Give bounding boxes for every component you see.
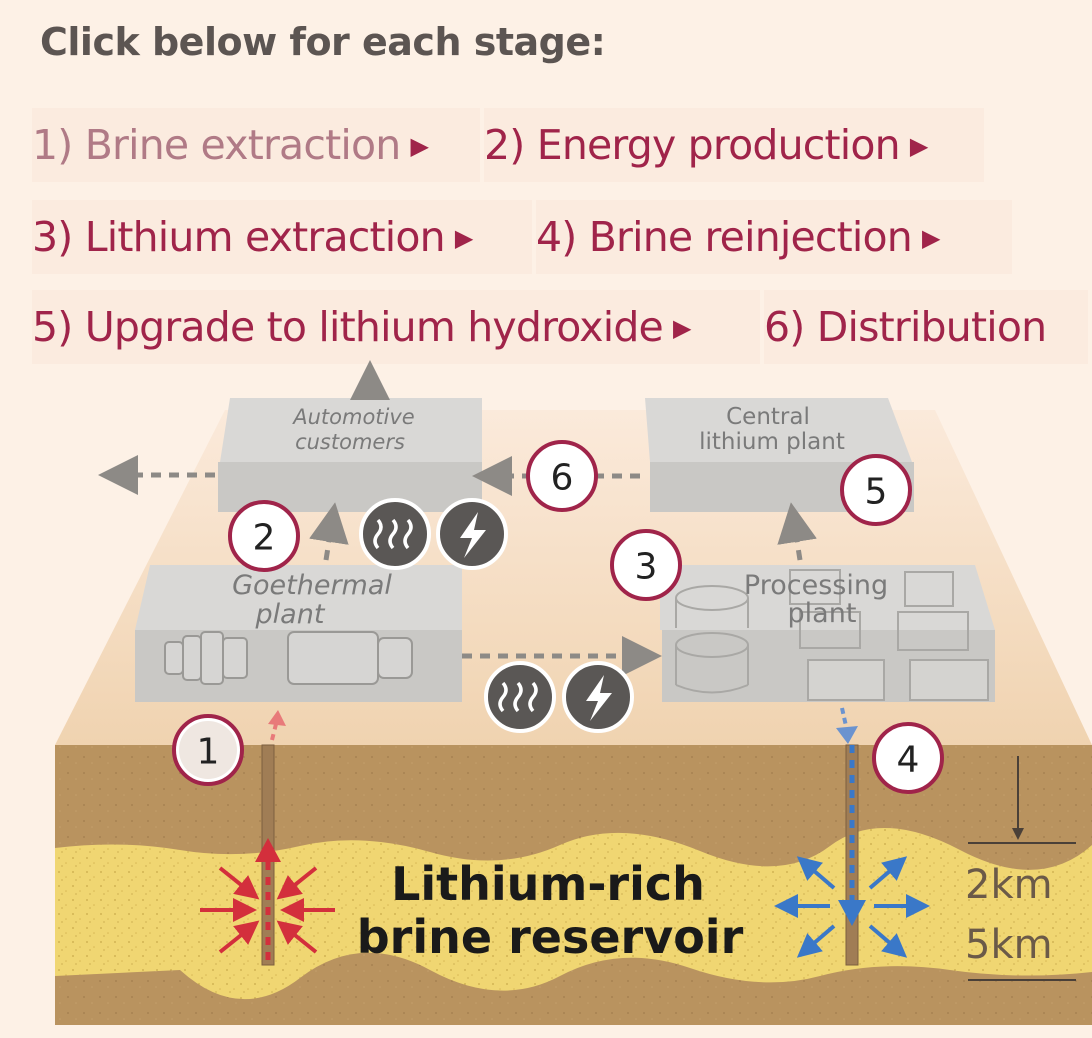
processing-label-1: Processing (744, 570, 888, 601)
marker-1[interactable]: 1 (172, 714, 244, 786)
extraction-well (200, 710, 335, 966)
central-lithium-plant-box: Central lithium plant (645, 398, 914, 512)
geothermal-plant-box: Goethermal plant (135, 565, 462, 702)
next-arrow-icon: ▶ (410, 132, 429, 160)
stage-4-link[interactable]: 4) Brine reinjection ▶ (536, 200, 1012, 274)
stage-2-label: 2) Energy production (484, 121, 901, 169)
reservoir-label-2: brine reservoir (357, 910, 744, 964)
storage-tanks-icon (675, 569, 989, 701)
turbine-icon (164, 631, 413, 685)
stage-4-label: 4) Brine reinjection (536, 213, 913, 261)
lightning-icon (562, 661, 634, 733)
next-arrow-icon: ▶ (909, 132, 928, 160)
processing-plant-box: Processing plant (660, 565, 995, 702)
next-arrow-icon: ▶ (672, 314, 691, 342)
svg-text:4: 4 (897, 740, 920, 781)
marker-4[interactable]: 4 (872, 722, 944, 794)
marker-3[interactable]: 3 (610, 529, 682, 601)
reservoir-label-1: Lithium-rich (391, 857, 705, 911)
marker-5[interactable]: 5 (840, 454, 912, 526)
flow-arrow-to-central (777, 502, 817, 561)
marker-6[interactable]: 6 (526, 440, 598, 512)
heat-icon (484, 661, 556, 733)
lightning-icon (436, 498, 508, 570)
geothermal-label-1: Goethermal (232, 570, 392, 601)
depth-2km: 2km (965, 862, 1053, 908)
marker-2[interactable]: 2 (228, 500, 300, 572)
geothermal-label-2: plant (255, 599, 326, 630)
svg-text:1: 1 (197, 732, 220, 773)
heading: Click below for each stage: (40, 20, 606, 64)
next-arrow-icon: ▶ (921, 224, 940, 252)
processing-label-2: plant (788, 598, 857, 629)
svg-text:6: 6 (551, 458, 574, 499)
svg-text:5: 5 (865, 472, 888, 513)
svg-text:2: 2 (253, 518, 276, 559)
stage-1-label: 1) Brine extraction (32, 121, 401, 169)
automotive-label-2: customers (295, 430, 405, 454)
next-arrow-icon: ▶ (454, 224, 473, 252)
depth-5km: 5km (965, 922, 1053, 968)
stage-1-link[interactable]: 1) Brine extraction ▶ (32, 108, 480, 182)
depth-scale: 2km 5km (965, 756, 1076, 981)
stage-3-link[interactable]: 3) Lithium extraction ▶ (32, 200, 532, 274)
automotive-customers-box: Automotive customers (218, 398, 482, 512)
flow-arrow-energy-up (309, 502, 349, 561)
stage-5-label: 5) Upgrade to lithium hydroxide (32, 303, 664, 351)
reinjection-well (774, 707, 930, 966)
stage-3-label: 3) Lithium extraction (32, 213, 446, 261)
central-label-2: lithium plant (699, 429, 845, 455)
central-label-1: Central (726, 404, 810, 430)
stage-6-label: 6) Distribution (764, 303, 1047, 351)
stage-5-link[interactable]: 5) Upgrade to lithium hydroxide ▶ (32, 290, 760, 364)
svg-text:3: 3 (635, 547, 658, 588)
stage-2-link[interactable]: 2) Energy production ▶ (484, 108, 984, 182)
heat-icon (359, 498, 431, 570)
stage-6-link[interactable]: 6) Distribution (764, 290, 1088, 364)
process-diagram: Automotive customers Central lithium pla… (55, 360, 1092, 1025)
automotive-label-1: Automotive (291, 405, 414, 429)
